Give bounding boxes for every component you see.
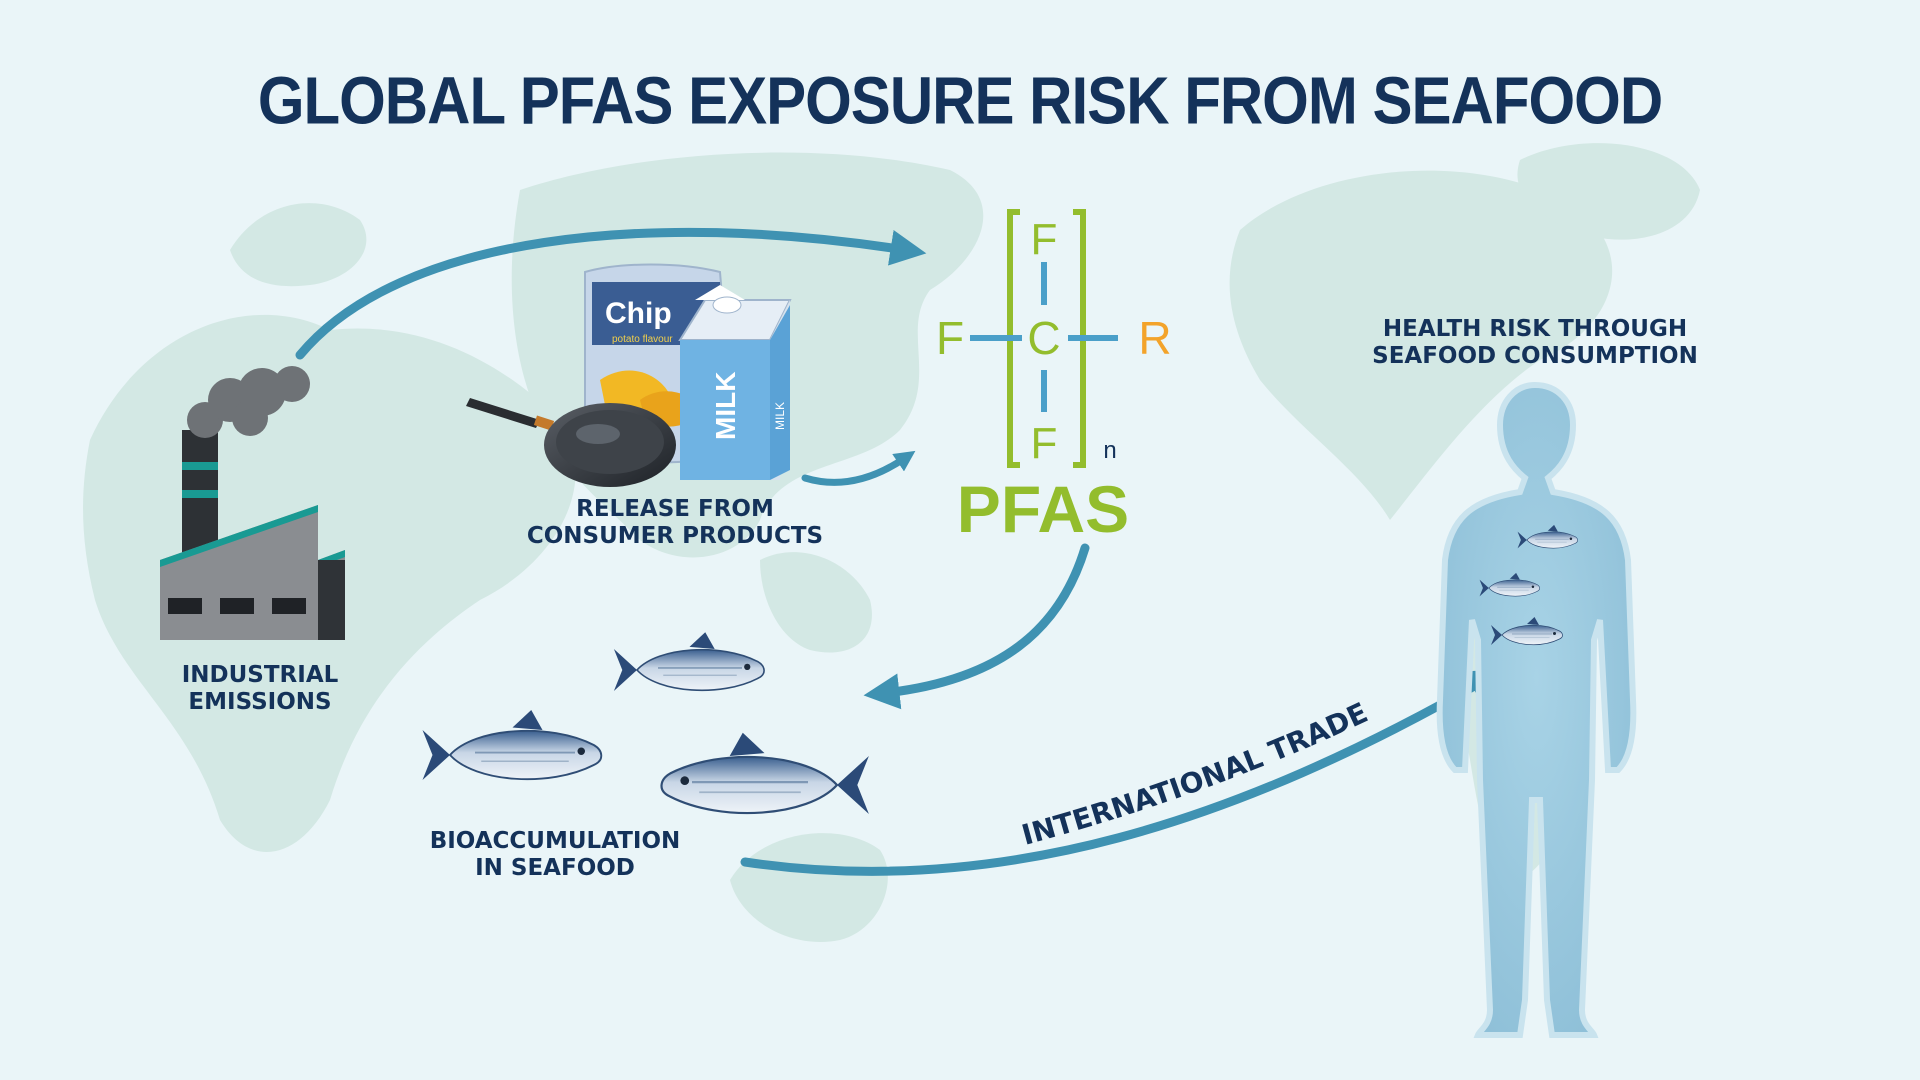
consumer-line-2: CONSUMER PRODUCTS — [526, 523, 824, 550]
industrial-emissions-label: INDUSTRIAL EMISSIONS — [140, 662, 380, 716]
health-risk-label: HEALTH RISK THROUGH SEAFOOD CONSUMPTION — [1340, 316, 1730, 370]
emission-to-pfas-arrow — [295, 227, 927, 360]
pfas-structure: F C F F R n PFAS — [936, 209, 1172, 546]
industrial-line-1: INDUSTRIAL — [181, 662, 339, 688]
page-title: GLOBAL PFAS EXPOSURE RISK FROM SEAFOOD — [257, 62, 1663, 139]
factory-illustration — [160, 366, 345, 640]
fish-3 — [660, 731, 870, 816]
consumer-products-label: RELEASE FROM CONSUMER PRODUCTS — [505, 496, 845, 550]
health-line-1: HEALTH RISK THROUGH — [1382, 316, 1688, 342]
chips-flavour-text: potato flavour — [612, 334, 673, 345]
fish-2 — [421, 709, 603, 781]
pfas-to-seafood-arrow — [863, 543, 1090, 710]
atom-f-top: F — [1031, 215, 1058, 264]
atom-c: C — [1027, 312, 1060, 364]
frying-pan-illustration — [466, 398, 676, 487]
milk-side-label-text: MILK — [773, 402, 787, 430]
bioaccumulation-line-2: IN SEAFOOD — [475, 855, 635, 882]
pfas-name: PFAS — [957, 472, 1129, 546]
milk-label-text: MILK — [710, 372, 741, 440]
milk-carton-illustration: MILK MILK — [678, 285, 792, 480]
industrial-line-2: EMISSIONS — [188, 689, 332, 716]
bioaccumulation-label: BIOACCUMULATION IN SEAFOOD — [405, 828, 705, 882]
atom-f-bottom: F — [1031, 419, 1058, 468]
chips-brand-text: Chip — [605, 297, 672, 330]
consumer-line-1: RELEASE FROM — [576, 496, 774, 522]
consumer-to-pfas-arrow — [801, 450, 916, 486]
subscript-n: n — [1103, 437, 1116, 464]
atom-r: R — [1138, 312, 1171, 364]
atom-f-left: F — [936, 312, 964, 364]
health-line-2: SEAFOOD CONSUMPTION — [1372, 343, 1698, 370]
seafood-fish-group — [421, 631, 870, 816]
fish-1 — [613, 631, 765, 692]
smoke-cloud — [187, 366, 310, 438]
flow-arrows — [295, 227, 1504, 876]
human-body-illustration — [1436, 381, 1637, 1038]
trade-label: INTERNATIONAL TRADE — [1018, 696, 1373, 852]
bioaccumulation-line-1: BIOACCUMULATION — [429, 828, 681, 854]
trade-arrow — [740, 669, 1504, 876]
